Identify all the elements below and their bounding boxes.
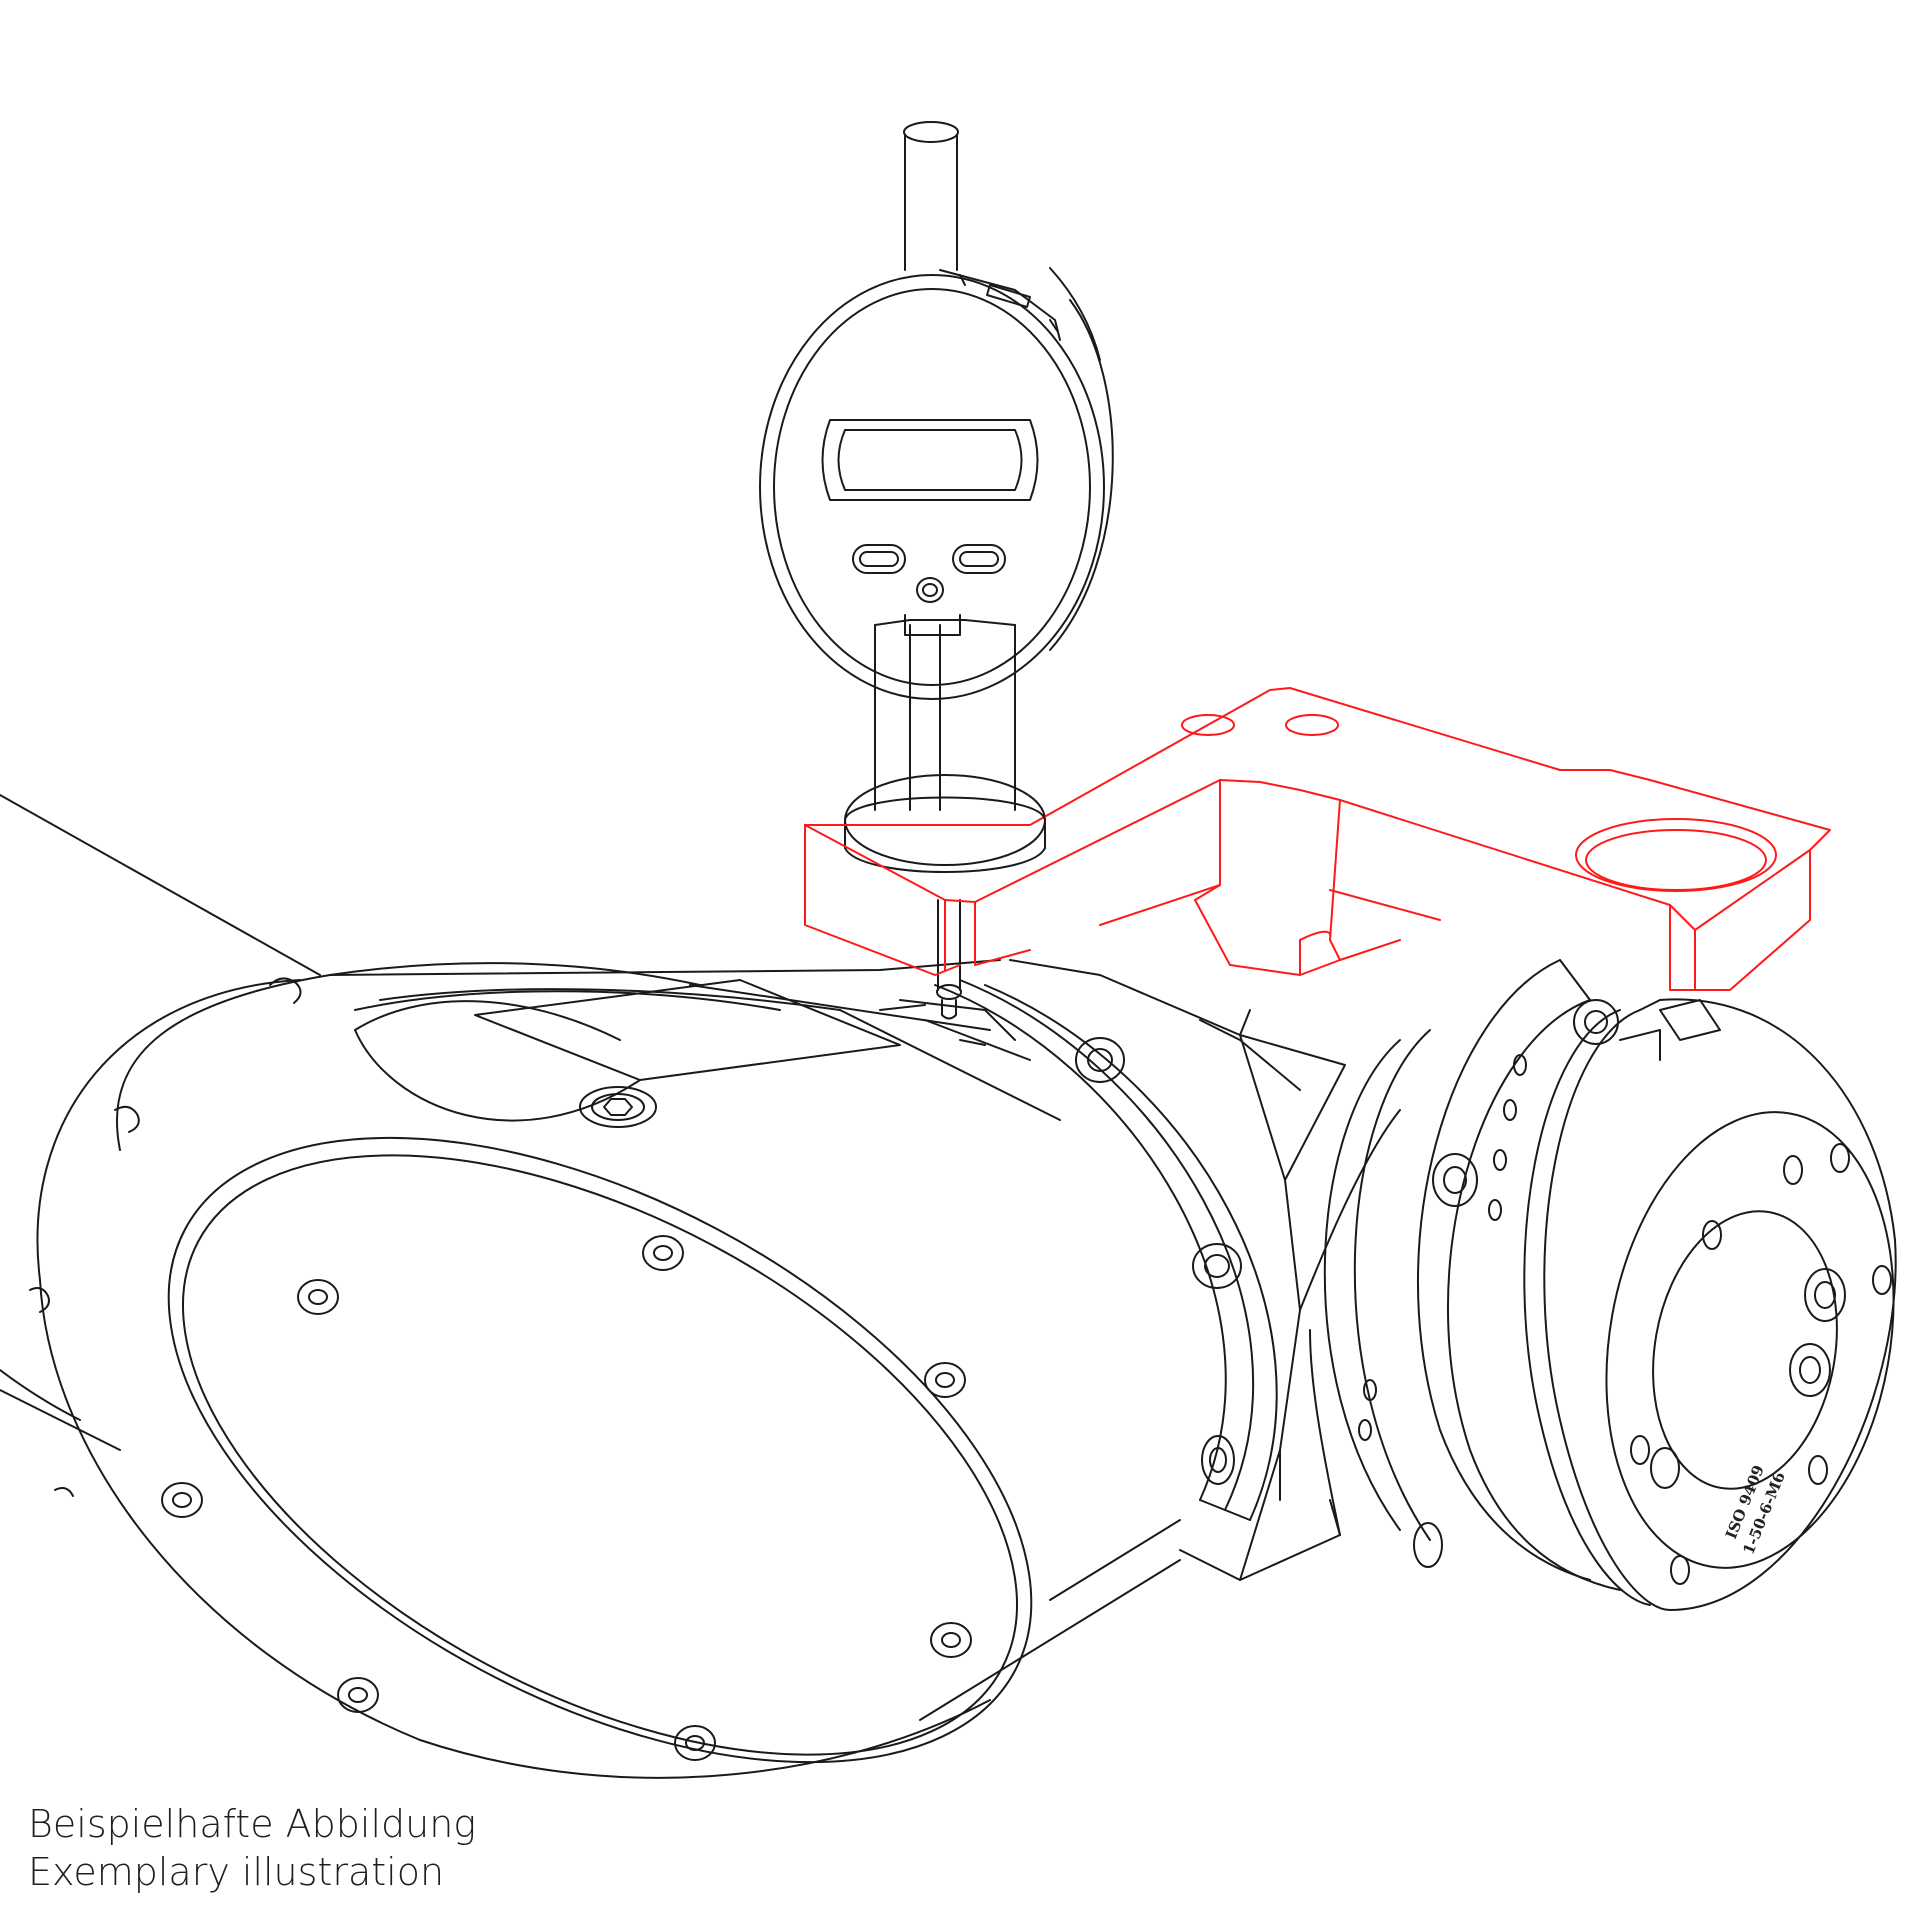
housing-cover-plate bbox=[167, 1136, 1033, 1764]
screw-icon bbox=[337, 1677, 379, 1713]
caption-german: Beispielhafte Abbildung bbox=[28, 1802, 477, 1846]
bolt-icon bbox=[1192, 1243, 1242, 1289]
screw-icon bbox=[642, 1235, 684, 1271]
bolt-icon bbox=[1573, 999, 1619, 1045]
screw-icon bbox=[930, 1622, 972, 1658]
central-gear-body bbox=[1009, 959, 1401, 1581]
bolt-icon bbox=[1075, 1037, 1125, 1083]
measuring-bracket bbox=[804, 687, 1831, 991]
bolt-icon bbox=[1432, 1153, 1478, 1207]
gauge-reset-button bbox=[916, 577, 944, 603]
digital-dial-gauge bbox=[759, 121, 1114, 1020]
bolt-icon bbox=[1650, 1447, 1680, 1489]
cover-screws bbox=[161, 1235, 972, 1761]
screw-icon bbox=[161, 1482, 203, 1518]
bolt-icon bbox=[1804, 1268, 1846, 1322]
caption-english: Exemplary illustration bbox=[28, 1850, 445, 1894]
probe-contact bbox=[879, 999, 1031, 1061]
rotary-joint-ring bbox=[934, 979, 1278, 1521]
right-flange-assembly: ISO 9409 1-50-6-M6 bbox=[1323, 959, 1897, 1611]
gauge-clamp-front bbox=[844, 796, 1046, 821]
flange-holes bbox=[1630, 1143, 1892, 1585]
screw-icon bbox=[924, 1362, 966, 1398]
bolt-icon bbox=[1413, 1522, 1443, 1568]
robot-arm-link bbox=[0, 794, 321, 1451]
bolt-icon bbox=[1789, 1343, 1831, 1397]
bolt-icon bbox=[1201, 1435, 1235, 1485]
gauge-button-right bbox=[952, 544, 1006, 574]
gauge-button-left bbox=[852, 544, 906, 574]
robot-housing-left bbox=[29, 959, 1181, 1779]
lcd-display bbox=[821, 419, 1039, 501]
screw-icon bbox=[674, 1725, 716, 1761]
indexing-holes bbox=[1358, 1054, 1527, 1441]
figure-caption: Beispielhafte Abbildung Exemplary illust… bbox=[28, 1800, 476, 1896]
screw-icon bbox=[297, 1279, 339, 1315]
